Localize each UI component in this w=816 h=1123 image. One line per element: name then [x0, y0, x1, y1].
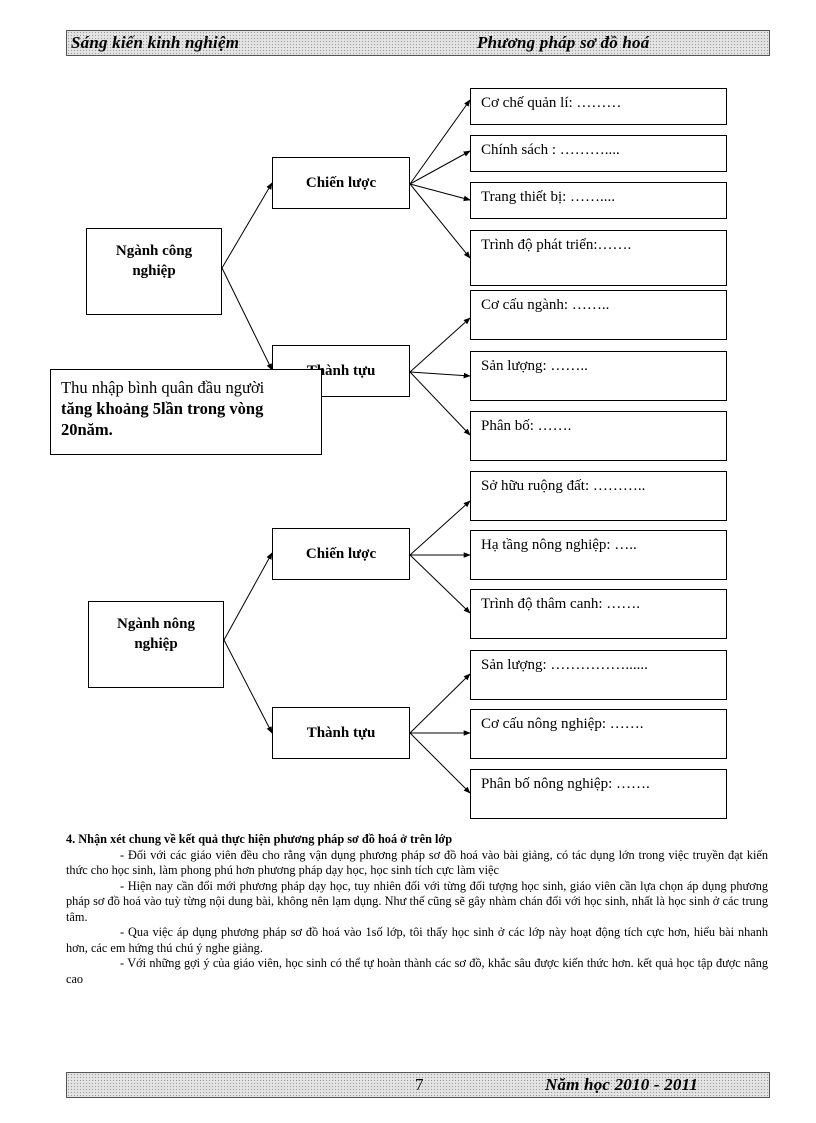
connector-s2-item1 — [409, 500, 471, 556]
paragraph-2: - Hiện nay cần đổi mới phương pháp dạy h… — [66, 878, 768, 924]
connector-s1-item4 — [409, 183, 471, 259]
root-agriculture-box: Ngành nông nghiệp — [88, 601, 224, 688]
page-number: 7 — [415, 1075, 424, 1094]
industry-strategy-box: Chiến lược — [272, 157, 410, 209]
connector-s1-item3 — [409, 183, 471, 202]
connector-root1-strategy — [221, 182, 273, 269]
connector-a2-item1 — [409, 673, 471, 734]
root-industry-box: Ngành công nghiệp — [86, 228, 222, 315]
industry-strategy-item-3: Trang thiết bị: …….... — [470, 182, 727, 219]
agriculture-achievement-item-2: Cơ cấu nông nghiệp: ……. — [470, 709, 727, 759]
industry-strategy-item-4: Trình độ phát triển:……. — [470, 230, 727, 286]
page-footer: 7 Năm học 2010 - 2011 — [66, 1072, 770, 1098]
header-right-title: Phương pháp sơ đồ hoá — [477, 33, 650, 52]
industry-strategy-label: Chiến lược — [305, 175, 377, 191]
agriculture-strategy-item-3: Trình độ thâm canh: ……. — [470, 589, 727, 639]
paragraph-3: - Qua việc áp dụng phương pháp sơ đồ hoá… — [66, 925, 768, 955]
paragraph-1: - Đối với các giáo viên đều cho rằng vận… — [66, 847, 768, 878]
note-line-3: 20năm. — [61, 420, 113, 439]
industry-achievement-item-2: Sản lượng: …….. — [470, 351, 727, 401]
root-agriculture-label: Ngành nông nghiệp — [117, 616, 195, 652]
item-text: Trình độ thâm canh: ……. — [481, 596, 641, 612]
industry-achievement-item-3: Phân bố: ……. — [470, 411, 727, 461]
item-text: Sản lượng: …….. — [481, 358, 588, 374]
connector-root1-achievement — [221, 267, 273, 371]
item-text: Cơ cấu nông nghiệp: ……. — [481, 716, 644, 732]
connector-a1-item1 — [409, 317, 471, 373]
item-text: Trang thiết bị: …….... — [481, 189, 616, 205]
connector-a2-item3 — [409, 732, 471, 794]
footer-school-year: Năm học 2010 - 2011 — [545, 1075, 699, 1094]
agriculture-achievement-item-1: Sản lượng: ……………...... — [470, 650, 727, 700]
industry-strategy-item-1: Cơ chế quản lí: ……… — [470, 88, 727, 125]
item-text: Sở hữu ruộng đất: ……….. — [481, 478, 646, 494]
connector-a1-item2 — [409, 371, 471, 379]
item-text: Sản lượng: ……………...... — [481, 657, 648, 673]
page-header: Sáng kiến kinh nghiệm Phương pháp sơ đồ … — [66, 30, 770, 56]
connector-root2-strategy — [223, 552, 273, 641]
item-text: Cơ chế quản lí: ……… — [481, 95, 622, 111]
agriculture-strategy-item-1: Sở hữu ruộng đất: ……….. — [470, 471, 727, 521]
connector-s1-item2 — [409, 150, 471, 185]
agriculture-strategy-item-2: Hạ tầng nông nghiệp: ….. — [470, 530, 727, 580]
conclusion-section: 4. Nhận xét chung về kết quả thực hiện p… — [66, 832, 768, 987]
paragraph-4: - Với những gợi ý của giáo viên, học sin… — [66, 956, 768, 986]
industry-strategy-item-2: Chính sách : ……….... — [470, 135, 727, 172]
connector-root2-achievement — [223, 639, 273, 734]
income-note-box: Thu nhập bình quân đầu người tăng khoảng… — [50, 369, 322, 455]
agriculture-achievement-item-3: Phân bố nông nghiệp: ……. — [470, 769, 727, 819]
section-heading: 4. Nhận xét chung về kết quả thực hiện p… — [66, 832, 453, 846]
industry-achievement-item-1: Cơ cấu ngành: …….. — [470, 290, 727, 340]
connector-a1-item3 — [409, 371, 471, 436]
item-text: Phân bố nông nghiệp: ……. — [481, 776, 650, 792]
item-text: Cơ cấu ngành: …….. — [481, 297, 610, 313]
item-text: Phân bố: ……. — [481, 418, 572, 434]
note-line-1: Thu nhập bình quân đầu người — [61, 378, 265, 397]
industry-achievement-label: Thành tựu — [306, 363, 376, 379]
item-text: Chính sách : ……….... — [481, 142, 620, 158]
agriculture-achievement-box: Thành tựu — [272, 707, 410, 759]
header-left-title: Sáng kiến kinh nghiệm — [71, 33, 240, 52]
agriculture-strategy-box: Chiến lược — [272, 528, 410, 580]
connector-s1-item1 — [409, 99, 471, 185]
item-text: Trình độ phát triển:……. — [481, 237, 632, 253]
item-text: Hạ tầng nông nghiệp: ….. — [481, 537, 637, 553]
note-line-2: tăng khoảng 5lần trong vòng — [61, 399, 264, 418]
agriculture-strategy-label: Chiến lược — [305, 546, 377, 562]
agriculture-achievement-label: Thành tựu — [306, 725, 376, 741]
root-industry-label: Ngành công nghiệp — [115, 243, 193, 279]
connector-s2-item3 — [409, 554, 471, 614]
